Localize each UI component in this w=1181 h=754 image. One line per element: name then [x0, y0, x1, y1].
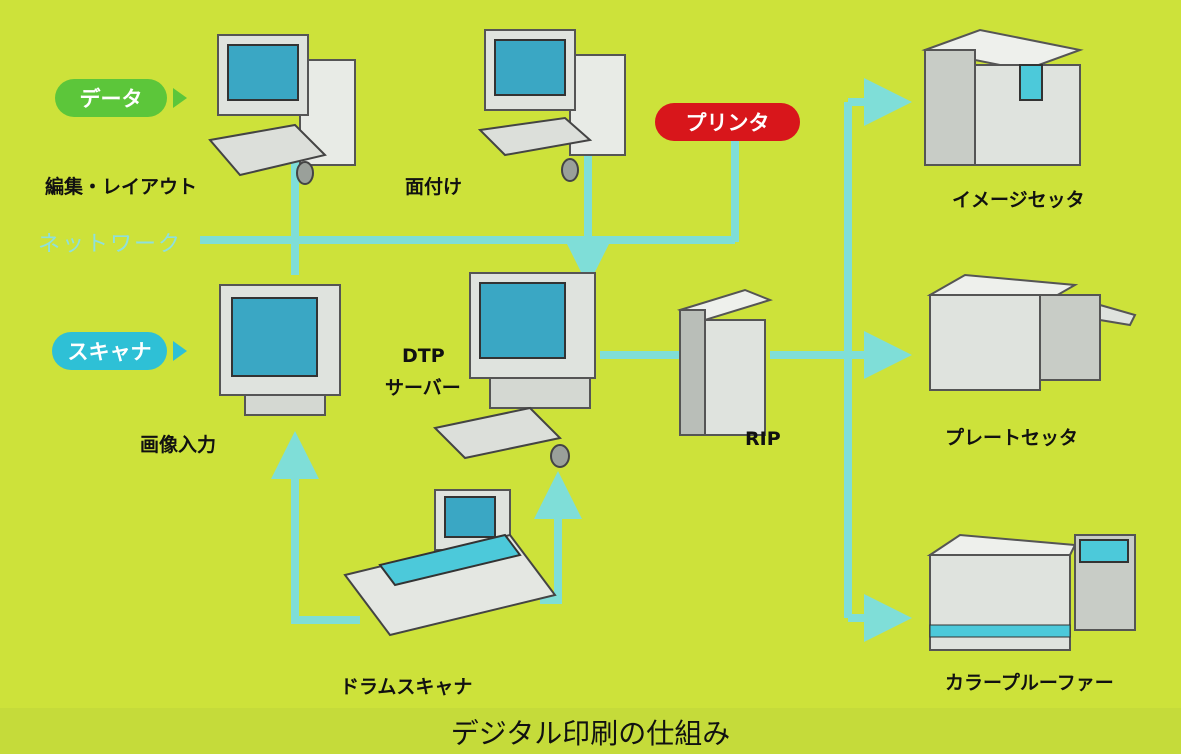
dtp-label-line2: サーバー [385, 377, 461, 399]
drum-scanner-icon [343, 489, 557, 637]
drum-scanner-label: ドラムスキャナ [340, 676, 473, 698]
rip-label: RIP [745, 428, 781, 450]
imagesetter-label: イメージセッタ [952, 189, 1085, 211]
printer-pill: プリンタ [655, 103, 800, 141]
scanner-arrow-icon [173, 341, 187, 361]
editing-label: 編集・レイアウト [45, 176, 198, 198]
image-input-monitor-icon [219, 284, 341, 416]
scanner-dtp-link [534, 471, 582, 604]
data-arrow-icon [173, 88, 187, 108]
color-proofer-label: カラープルーファー [945, 672, 1114, 694]
imposition-computer-icon [477, 29, 626, 182]
editing-computer-icon [208, 34, 356, 185]
dtp-server-icon [432, 272, 596, 468]
data-pill: データ [55, 79, 167, 117]
network-label: ネットワーク [38, 232, 183, 257]
rip-tower-icon [676, 288, 774, 436]
scanner-image-link [271, 431, 360, 624]
scanner-pill: スキャナ [52, 332, 167, 370]
caption-bar [0, 708, 1181, 754]
dtp-label-line1: DTP [402, 345, 445, 367]
platesetter-label: プレートセッタ [945, 427, 1079, 449]
diagram-title: デジタル印刷の仕組み [450, 717, 731, 750]
image-input-label: 画像入力 [140, 434, 217, 456]
color-proofer-icon [926, 533, 1136, 651]
imagesetter-icon [921, 28, 1084, 166]
imposition-label: 面付け [405, 176, 463, 198]
platesetter-icon [926, 273, 1137, 391]
